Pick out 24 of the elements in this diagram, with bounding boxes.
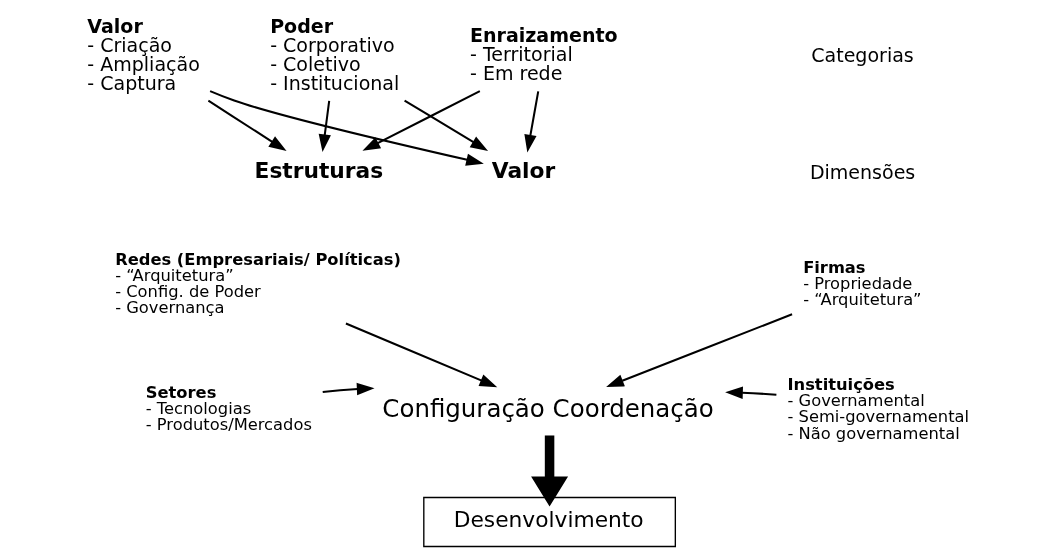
arrow <box>531 435 569 507</box>
arrow <box>209 90 484 166</box>
node-text: Setores - Tecnologias - Produtos/Mercados <box>145 382 312 435</box>
arrow <box>404 99 489 152</box>
node-text: Poder - Corporativo - Coletivo - Institucional <box>270 14 400 94</box>
node-text: Redes (Empresariais/ Políticas) - “Arquitetura” - Config. de Poder - Governança <box>115 249 401 318</box>
arrow <box>725 386 777 399</box>
node-text: Instituições - Governamental - Semi-governamental - Não governamental <box>787 374 970 443</box>
arrow <box>207 99 287 152</box>
node-text: Estruturas <box>254 157 384 183</box>
arrow <box>606 313 793 388</box>
node-text: Valor <box>491 157 556 183</box>
node-box: Desenvolvimento <box>423 496 676 548</box>
arrow <box>322 382 375 396</box>
arrow <box>345 322 498 388</box>
node-text: Firmas - Propriedade - “Arquitetura” <box>803 257 922 310</box>
arrow <box>318 100 331 152</box>
arrow <box>362 90 481 151</box>
label: Dimensões <box>809 160 916 183</box>
arrow <box>524 91 540 153</box>
node-text: Enraizamento - Territorial - Em rede <box>470 24 618 85</box>
label: Categorias <box>811 44 914 67</box>
node-text: Valor - Criação - Ampliação - Captura <box>87 14 200 94</box>
node-text: Configuração Coordenação <box>382 393 714 423</box>
